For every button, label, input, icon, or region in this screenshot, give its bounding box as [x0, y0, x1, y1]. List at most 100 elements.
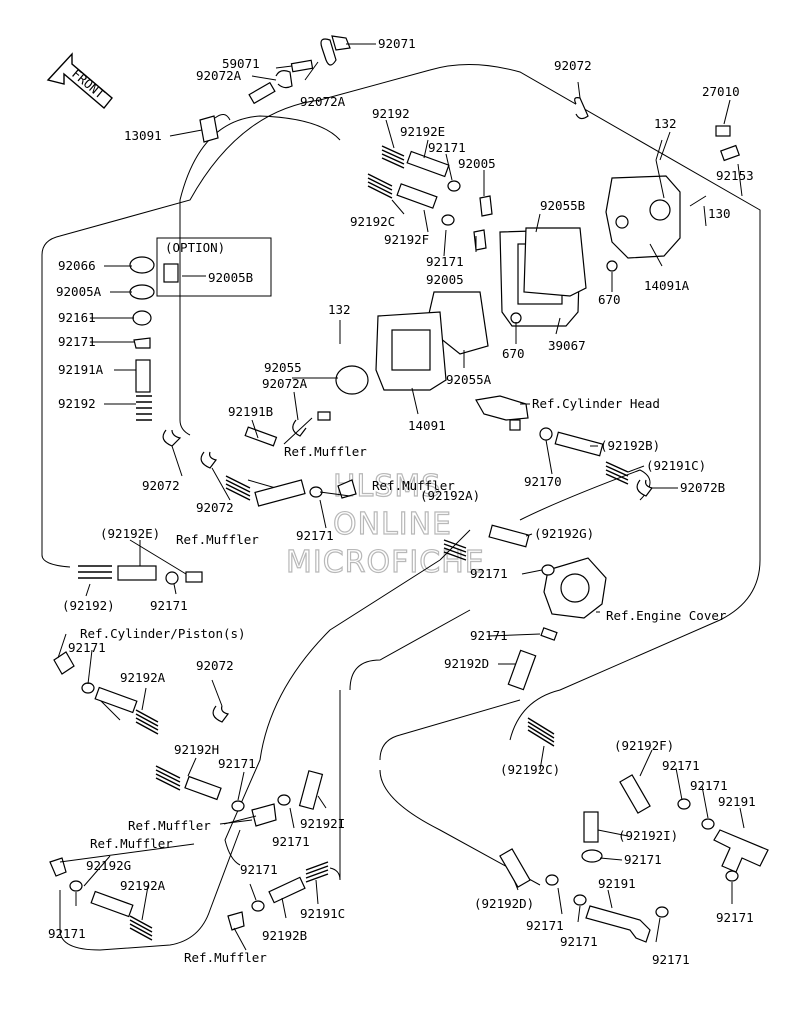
part-label: 92072A	[196, 68, 242, 83]
part-label: 92071	[378, 36, 416, 51]
part-label: 670	[502, 346, 525, 361]
part-label: 92192	[372, 106, 410, 121]
part-label: 670	[598, 292, 621, 307]
ref-muffler: Ref.Muffler	[128, 818, 211, 833]
part-label: 14091A	[644, 278, 690, 293]
thermostat-housing	[335, 159, 681, 395]
part-label: (92192)	[62, 598, 115, 613]
cylinder-head-fitting	[475, 395, 654, 497]
part-label: 59071	[222, 56, 260, 71]
hose-group-middle-left	[162, 411, 357, 507]
watermark-line-3: MICROFICHE	[286, 545, 485, 580]
part-label: 92171	[68, 640, 106, 655]
watermark-line-2: ONLINE	[333, 507, 452, 542]
part-label: 92192I	[300, 816, 345, 831]
part-label: 92171	[272, 834, 310, 849]
part-label: 92153	[716, 168, 754, 183]
part-label: (92192D)	[474, 896, 534, 911]
hose-group-bottom-middle	[49, 770, 329, 941]
part-label: 92191	[718, 794, 756, 809]
part-label: 92005A	[56, 284, 102, 299]
option-label: (OPTION)	[165, 240, 225, 255]
reference-labels: Ref.Cylinder Head Ref.Muffler Ref.Muffle…	[80, 396, 727, 965]
part-label: 92005	[458, 156, 496, 171]
front-direction-arrow: FRONT	[46, 52, 113, 110]
part-label: 92192E	[400, 124, 445, 139]
part-label: 92191B	[228, 404, 273, 419]
part-label: 92055B	[540, 198, 585, 213]
part-label: 132	[654, 116, 677, 131]
engine-cover-fitting	[443, 524, 607, 691]
part-label: 92171	[218, 756, 256, 771]
part-label: (92192A)	[420, 488, 480, 503]
ref-engine-cover: Ref.Engine Cover	[606, 608, 727, 623]
hose-group-left	[78, 565, 203, 585]
part-label: 92192B	[262, 928, 307, 943]
part-label: 130	[708, 206, 731, 221]
part-label: 92192D	[444, 656, 489, 671]
routing-hoses	[41, 64, 761, 951]
part-label: 92171	[428, 140, 466, 155]
part-label: 92171	[690, 778, 728, 793]
part-label: 92055	[264, 360, 302, 375]
part-labels: 59071 92071 92072A 92072A 92072 27010 13…	[48, 36, 756, 967]
watermark: HLSMS ONLINE MICROFICHE	[285, 468, 485, 580]
part-label: 92171	[150, 598, 188, 613]
ref-muffler: Ref.Muffler	[184, 950, 267, 965]
ref-muffler: Ref.Muffler	[176, 532, 259, 547]
option-parts-column	[129, 256, 179, 421]
part-label: 92171	[662, 758, 700, 773]
part-label: 92005	[426, 272, 464, 287]
part-label: 92171	[58, 334, 96, 349]
part-label: 92072	[196, 500, 234, 515]
part-label: 39067	[548, 338, 586, 353]
part-label: 92191A	[58, 362, 104, 377]
part-label: 92171	[470, 566, 508, 581]
part-label: (92192I)	[618, 828, 678, 843]
part-label: 92072	[554, 58, 592, 73]
part-label: 92171	[560, 934, 598, 949]
part-label: 92171	[240, 862, 278, 877]
part-label: (92191C)	[646, 458, 706, 473]
ref-muffler: Ref.Muffler	[372, 478, 455, 493]
part-label: 92171	[470, 628, 508, 643]
part-label: 132	[328, 302, 351, 317]
fittings-top	[199, 35, 740, 207]
part-label: 92191	[598, 876, 636, 891]
part-label: 92192G	[86, 858, 131, 873]
part-label: 92192H	[174, 742, 219, 757]
part-label: 92072A	[262, 376, 308, 391]
part-label: 92192A	[120, 670, 166, 685]
part-label: 92192	[58, 396, 96, 411]
part-label: 92192F	[384, 232, 429, 247]
hose-group-bottom-right	[499, 717, 769, 943]
part-label: 92192C	[350, 214, 395, 229]
part-label: 13091	[124, 128, 162, 143]
part-label: 92191C	[300, 906, 345, 921]
part-label: 92171	[624, 852, 662, 867]
part-label: 92072B	[680, 480, 725, 495]
part-label: 14091	[408, 418, 446, 433]
part-label: (92192B)	[600, 438, 660, 453]
part-label: 92072A	[300, 94, 346, 109]
part-label: 92171	[48, 926, 86, 941]
part-label: 92072	[196, 658, 234, 673]
part-label: 92171	[526, 918, 564, 933]
part-label: 92192A	[120, 878, 166, 893]
part-label: (92192G)	[534, 526, 594, 541]
part-label: 92170	[524, 474, 562, 489]
hose-group-cylinder-piston	[53, 651, 291, 827]
part-label: 27010	[702, 84, 740, 99]
leader-lines	[57, 43, 745, 951]
part-label: 92066	[58, 258, 96, 273]
part-label: 92171	[716, 910, 754, 925]
ref-muffler: Ref.Muffler	[90, 836, 173, 851]
part-label: (92192C)	[500, 762, 560, 777]
part-label: 92161	[58, 310, 96, 325]
ref-muffler: Ref.Muffler	[284, 444, 367, 459]
part-label: 92072	[142, 478, 180, 493]
part-label: 92171	[652, 952, 690, 967]
part-label: 92171	[296, 528, 334, 543]
